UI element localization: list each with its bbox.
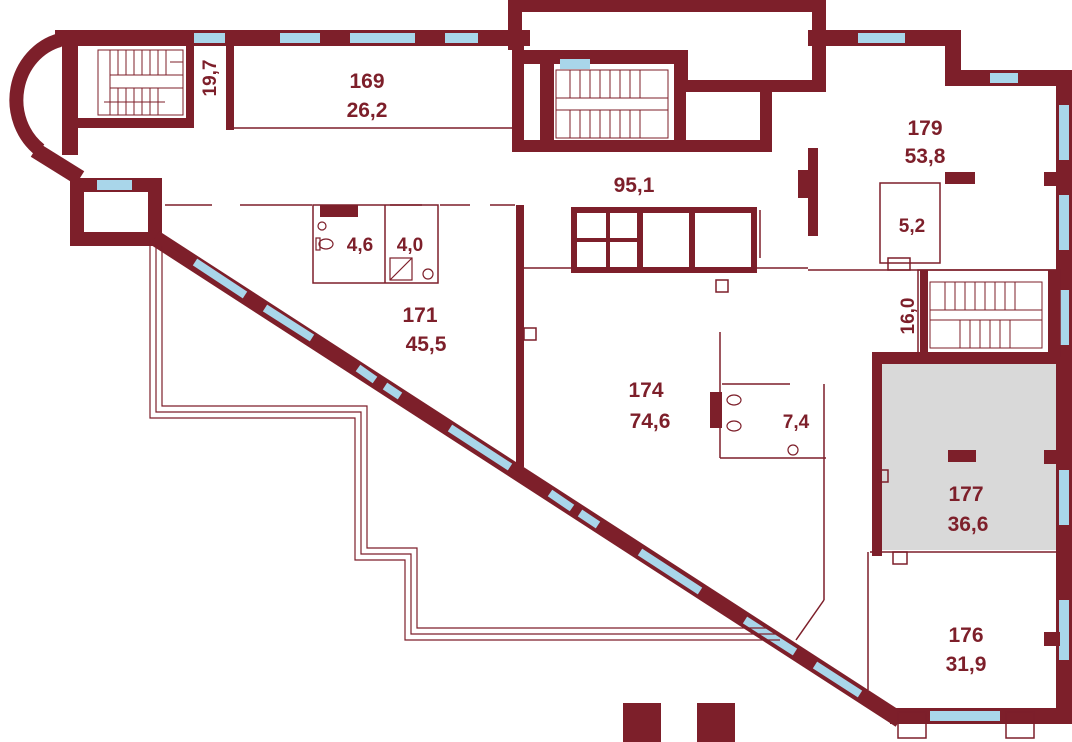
sink-icon	[317, 221, 799, 456]
room-171-label[interactable]: 171 45,5	[402, 304, 446, 356]
svg-text:19,7: 19,7	[200, 60, 221, 97]
terrace-outline	[149, 240, 780, 641]
room-5-2-label[interactable]: 5,2	[899, 216, 925, 237]
stair-icon	[929, 281, 1043, 349]
svg-text:16,0: 16,0	[898, 298, 919, 335]
svg-text:171: 171	[402, 304, 437, 327]
svg-text:176: 176	[948, 624, 983, 647]
stair-icon	[97, 49, 184, 116]
svg-text:45,5: 45,5	[406, 333, 447, 356]
svg-text:174: 174	[628, 379, 663, 402]
svg-text:179: 179	[907, 117, 942, 140]
svg-text:177: 177	[948, 483, 983, 506]
svg-text:5,2: 5,2	[899, 216, 925, 237]
shower-icon	[389, 257, 413, 281]
interior-walls	[62, 30, 1061, 739]
svg-text:4,0: 4,0	[397, 235, 423, 256]
stair-icon	[555, 69, 669, 139]
svg-text:36,6: 36,6	[948, 513, 989, 536]
windows	[97, 33, 1069, 721]
svg-text:31,9: 31,9	[946, 653, 987, 676]
room-4-0-label[interactable]: 4,0	[397, 235, 423, 256]
column	[623, 703, 661, 742]
svg-text:4,6: 4,6	[347, 235, 373, 256]
column	[697, 703, 735, 742]
room-19-7-label[interactable]: 19,7	[200, 60, 221, 97]
toilet-icon	[315, 237, 742, 432]
room-169-label[interactable]: 169 26,2	[347, 70, 388, 122]
room-16-0-label[interactable]: 16,0	[898, 298, 919, 335]
svg-text:53,8: 53,8	[905, 145, 946, 168]
room-95-1-label[interactable]: 95,1	[614, 174, 655, 197]
room-174-label[interactable]: 174 74,6	[628, 379, 670, 433]
svg-text:7,4: 7,4	[783, 412, 810, 433]
svg-text:95,1: 95,1	[614, 174, 655, 197]
room-4-6-label[interactable]: 4,6	[347, 235, 373, 256]
room-177-label[interactable]: 177 36,6	[948, 483, 989, 536]
room-176-label[interactable]: 176 31,9	[946, 624, 987, 676]
room-179-label[interactable]: 179 53,8	[905, 117, 946, 168]
svg-text:74,6: 74,6	[630, 410, 671, 433]
svg-text:169: 169	[349, 70, 384, 93]
svg-text:26,2: 26,2	[347, 99, 388, 122]
room-7-4-label[interactable]: 7,4	[783, 412, 810, 433]
